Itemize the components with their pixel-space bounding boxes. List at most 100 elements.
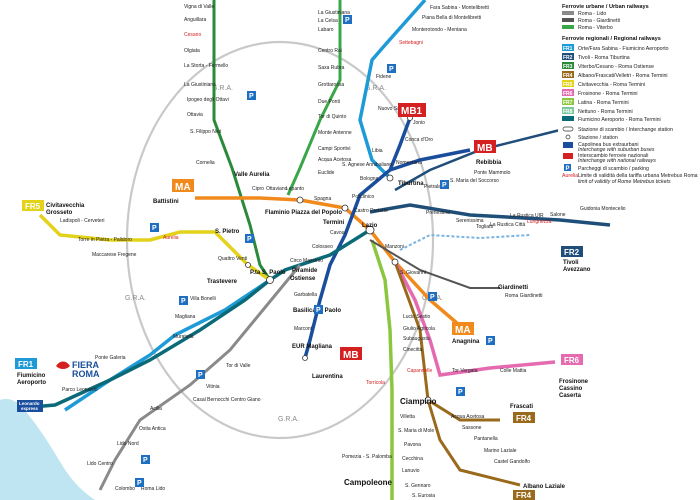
legend-regional-item: FR3 Viterbo/Cesano - Roma Ostiense [562,62,654,70]
station-label: Battistini [153,199,179,205]
badge-mb-laurentina[interactable]: MB [340,347,362,361]
svg-text:FR4: FR4 [563,73,573,79]
badge-fr4[interactable]: FR4 [513,412,535,423]
badge-ma-battistini[interactable]: MA [172,179,194,193]
line-metro-c [399,233,531,251]
legend-regional-item: FR1 Orte/Fara Sabina - Fiumicino Aeropor… [562,44,669,52]
station-label: Acilia [150,406,162,412]
station-label: Lido Nord [117,441,139,447]
station-label: Colosseo [312,244,333,250]
station-label: Ostiense [290,276,316,282]
svg-text:MB: MB [477,143,493,154]
station-label: Euclide [318,170,335,176]
badge-ma-anagnina[interactable]: MA [452,322,474,336]
line-roma-lido [98,264,302,491]
svg-text:MA: MA [175,182,191,193]
station-label: Ostia Antica [139,426,166,432]
badge-mb1[interactable]: MB1 [398,103,426,117]
station-label: Castel Gandolfo [494,459,530,465]
station-label: Marino Laziale [484,448,517,454]
svg-text:Viterbo/Cesano - Roma Ostiense: Viterbo/Cesano - Roma Ostiense [578,64,654,70]
svg-text:Leonardo: Leonardo [19,401,40,406]
line-fr7-fr8 [370,239,394,500]
station-label: Maccarese Fregene [92,252,137,258]
station-label: S. Agnese Annibaliano [342,162,392,168]
svg-text:FR5: FR5 [563,82,573,88]
station-label: Cornelia [196,160,215,166]
svg-text:MB1: MB1 [401,106,423,117]
station-label: Giardinetti [498,285,528,291]
station-label: Olgiata [184,48,200,54]
badge-fr4-albano[interactable]: FR4 [513,490,535,500]
station-label: Capannelle [407,368,433,374]
station-label: Libia [372,148,383,154]
station-label: Conca d'Oro [405,137,433,143]
line-roma-viterbo [286,0,342,196]
badge-fr5[interactable]: FR5 [22,200,44,211]
station-label: S. Gennaro [405,483,431,489]
badge-fr2[interactable]: FR2 [561,246,583,257]
station-label: Monte Antenne [318,130,352,136]
station-label: Guidonia Montecelio [580,206,626,212]
legend-regional-item: FR6 Frosinone - Roma Termini [562,89,638,97]
station-label: Nuovo Salario [378,106,410,112]
svg-text:FR7: FR7 [563,100,573,106]
station-label: Subaugusta [403,336,430,342]
svg-text:Orte/Fara Sabina - Fiumicino A: Orte/Fara Sabina - Fiumicino Aeroporto [578,46,669,52]
svg-text:P: P [181,298,186,305]
station-label: Spagna [314,196,331,202]
station-label: Piana Bella di Montelibretti [422,15,481,21]
station-label: Colle Mattia [500,368,527,374]
svg-text:P: P [249,93,254,100]
station-label: Grottarossa [318,82,344,88]
svg-text:Nettuno - Roma Termini: Nettuno - Roma Termini [578,109,633,115]
station-label: Campi Sportivi [318,146,351,152]
svg-text:FR2: FR2 [563,55,573,61]
destination-fr5: Grosseto [46,210,73,216]
station-label: Cinecittà [403,347,423,353]
legend: Ferrovie urbane / Urban railways Roma - … [558,0,700,179]
svg-text:Roma - Giardinetti: Roma - Giardinetti [578,18,620,24]
station-label: Tor di Valle [226,363,251,369]
station-label: Lido Centro [87,461,113,467]
legend-symbol-bus: Capolinea bus extraurbani Interchange wi… [563,142,655,153]
station-label: Labaro [318,27,334,33]
station-label: Bologna [360,176,379,182]
legend-regional-item: FR2 Tivoli - Roma Tiburtina [562,53,630,61]
badge-fr1[interactable]: FR1 [15,358,37,369]
fiera-roma-logo: FIERA ROMA [56,360,100,379]
station-label: Garbatella [294,292,317,298]
station-label: Trastevere [207,279,238,285]
station-label: Roma Lido [141,486,165,492]
station-label: Ottaviano [266,186,288,192]
station-label: Ipogeo degli Ottavi [187,97,229,103]
station-label: La Celsa [318,18,338,24]
station-label: La Giustiniana [184,82,216,88]
station-label: Fara Sabina - Montelibretti [430,5,489,11]
svg-text:FR5: FR5 [25,202,41,211]
station-label: Manzoni [385,244,404,250]
station-label: La Rustica UIR [510,213,544,219]
legend-urban-item: Roma - Lido [562,11,606,17]
svg-text:Latina - Roma Termini: Latina - Roma Termini [578,100,629,106]
badge-fr6[interactable]: FR6 [561,354,583,365]
svg-text:Tivoli - Roma Tiburtina: Tivoli - Roma Tiburtina [578,55,630,61]
station-label: Muratella [173,334,194,340]
line-fr5 [38,213,271,282]
station-label: Lepanto [286,186,304,192]
station-label: Laurentina [312,374,343,380]
station-label: Rebibbia [476,160,502,166]
station-label: La Storta - Formello [184,63,228,69]
svg-text:P: P [430,294,435,301]
badge-mb-rebibbia[interactable]: MB [474,140,496,154]
station-label: Monterotondo - Mentana [412,27,467,33]
svg-text:Limite di validità della tarif: Limite di validità della tariffa urbana … [578,173,698,179]
svg-text:MA: MA [455,325,471,336]
station-label: Marconi [294,326,312,332]
station-label: Nomentana [396,160,422,166]
svg-text:Roma - Viterbo: Roma - Viterbo [578,25,613,31]
station-label: Prenestina [426,210,450,216]
svg-text:P: P [316,307,321,314]
svg-text:MB: MB [343,350,359,361]
station-label: Campoleone [344,478,393,487]
